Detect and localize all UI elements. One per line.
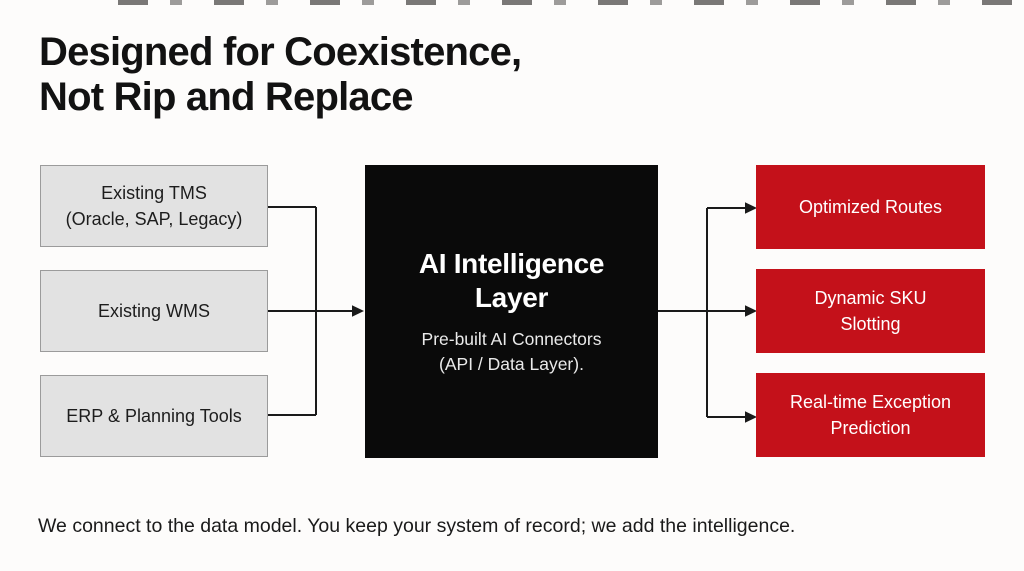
output-box-realtime-exception-prediction: Real-time Exception Prediction bbox=[756, 373, 985, 457]
source-box-erp-planning-tools: ERP & Planning Tools bbox=[40, 375, 268, 457]
center-box-subtitle-line2: (API / Data Layer). bbox=[439, 353, 584, 374]
output-box-label-line: Real-time Exception bbox=[789, 392, 952, 412]
center-box-subtitle: Pre-built AI Connectors (API / Data Laye… bbox=[422, 327, 602, 377]
source-box-existing-tms: Existing TMS (Oracle, SAP, Legacy) bbox=[40, 165, 268, 247]
center-box-subtitle-line1: Pre-built AI Connectors bbox=[421, 328, 602, 349]
output-box-label-line: Dynamic SKU bbox=[814, 288, 927, 308]
output-box-dynamic-sku-slotting: Dynamic SKU Slotting bbox=[756, 269, 985, 353]
output-box-label-line: Slotting bbox=[840, 314, 901, 334]
slide-title: Designed for Coexistence, Not Rip and Re… bbox=[39, 30, 522, 120]
center-box-title: AI Intelligence Layer bbox=[418, 247, 605, 315]
source-box-label-line: ERP & Planning Tools bbox=[66, 406, 242, 426]
output-box-label-line: Optimized Routes bbox=[798, 197, 943, 217]
center-box-title-line1: AI Intelligence bbox=[418, 247, 605, 279]
connector-lines-left bbox=[268, 206, 353, 416]
output-box-optimized-routes: Optimized Routes bbox=[756, 165, 985, 249]
arrowhead-icon bbox=[352, 305, 364, 317]
slide-title-line1: Designed for Coexistence, bbox=[39, 30, 522, 74]
source-box-label-line: Existing TMS bbox=[101, 183, 207, 203]
source-box-existing-wms: Existing WMS bbox=[40, 270, 268, 352]
ai-intelligence-layer-box: AI Intelligence Layer Pre-built AI Conne… bbox=[365, 165, 658, 458]
connector-lines-right bbox=[658, 207, 746, 418]
top-edge-artifact bbox=[118, 0, 1024, 5]
source-box-label-line: (Oracle, SAP, Legacy) bbox=[65, 209, 243, 229]
source-box-label-line: Existing WMS bbox=[97, 301, 211, 321]
slide-caption: We connect to the data model. You keep y… bbox=[38, 515, 796, 537]
slide-title-line2: Not Rip and Replace bbox=[39, 75, 414, 119]
center-box-title-line2: Layer bbox=[474, 281, 549, 313]
output-box-label-line: Prediction bbox=[830, 418, 911, 438]
